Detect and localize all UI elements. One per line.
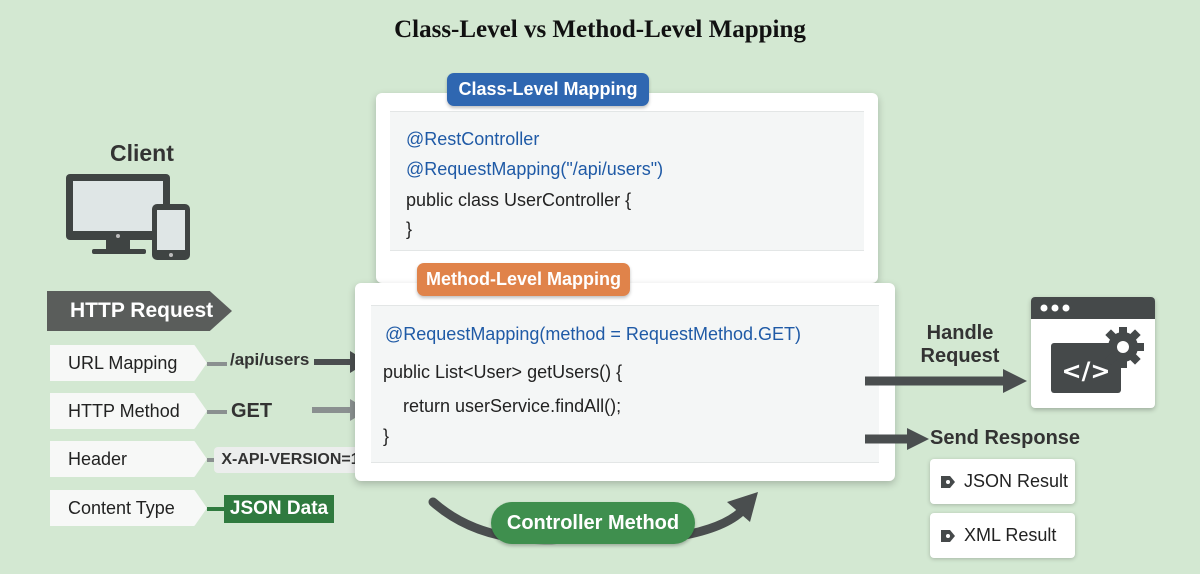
url-value: /api/users [230,350,310,369]
tag-icon [941,476,955,489]
handle-request-label: Handle Request [910,322,1010,368]
json-result-label: JSON Result [964,471,1069,491]
code-annotation: @RequestMapping("/api/users") [406,159,664,179]
code-line: return userService.findAll(); [383,396,622,416]
http-request-banner: HTTP Request [47,291,232,331]
xml-result-card: XML Result [930,513,1075,558]
client-devices-icon [66,174,190,260]
method-value: GET [231,400,273,422]
connector-line [207,458,215,462]
request-item-content-type: Content Type [50,490,207,526]
tag-icon [941,530,955,543]
code-line: @RestController [406,129,540,149]
controller-method-pill: Controller Method [491,502,695,544]
connector-line [207,362,227,366]
svg-text:</>: </> [1062,357,1111,385]
page-title: Class-Level vs Method-Level Mapping [394,16,806,43]
class-level-pill: Class-Level Mapping [447,73,649,106]
request-item-header: Header [50,441,207,477]
json-data-tag: JSON Data [224,495,334,523]
handle-request-line1: Handle [926,322,994,344]
class-level-card: @RestController @RequestMapping("/api/us… [376,93,878,283]
handle-request-arrow [865,369,1027,393]
connector-line [207,507,225,511]
send-response-label: Send Response [930,427,1081,449]
handle-request-line2: Request [920,345,1000,367]
request-item-url-mapping: URL Mapping [50,345,207,381]
code-gear-icon: </> [1051,327,1144,393]
header-value: X-API-VERSION=1 [214,447,367,473]
code-line: public List<User> getUsers() { [383,362,623,382]
http-request-label: HTTP Request [70,299,214,322]
client-label: Client [110,140,174,166]
method-level-pill: Method-Level Mapping [417,263,630,296]
window-dots-icon [1040,304,1070,312]
code-line: } [406,219,413,239]
code-line: @RequestMapping(method = RequestMethod.G… [385,324,801,344]
json-result-card: JSON Result [930,459,1075,504]
code-line: } [383,426,390,446]
send-response-arrow [865,428,929,450]
method-code-block: @RequestMapping(method = RequestMethod.G… [371,305,879,463]
request-item-http-method: HTTP Method [50,393,207,429]
window-titlebar [1031,297,1155,319]
xml-result-label: XML Result [964,525,1057,545]
code-line: public class UserController { [406,190,632,210]
code-window-icon: </> [1031,297,1155,408]
method-level-card: @RequestMapping(method = RequestMethod.G… [355,283,895,481]
code-line: @RequestMapping("/api/users") [406,159,663,180]
class-code-block: @RestController @RequestMapping("/api/us… [390,111,864,251]
connector-line [207,410,227,414]
